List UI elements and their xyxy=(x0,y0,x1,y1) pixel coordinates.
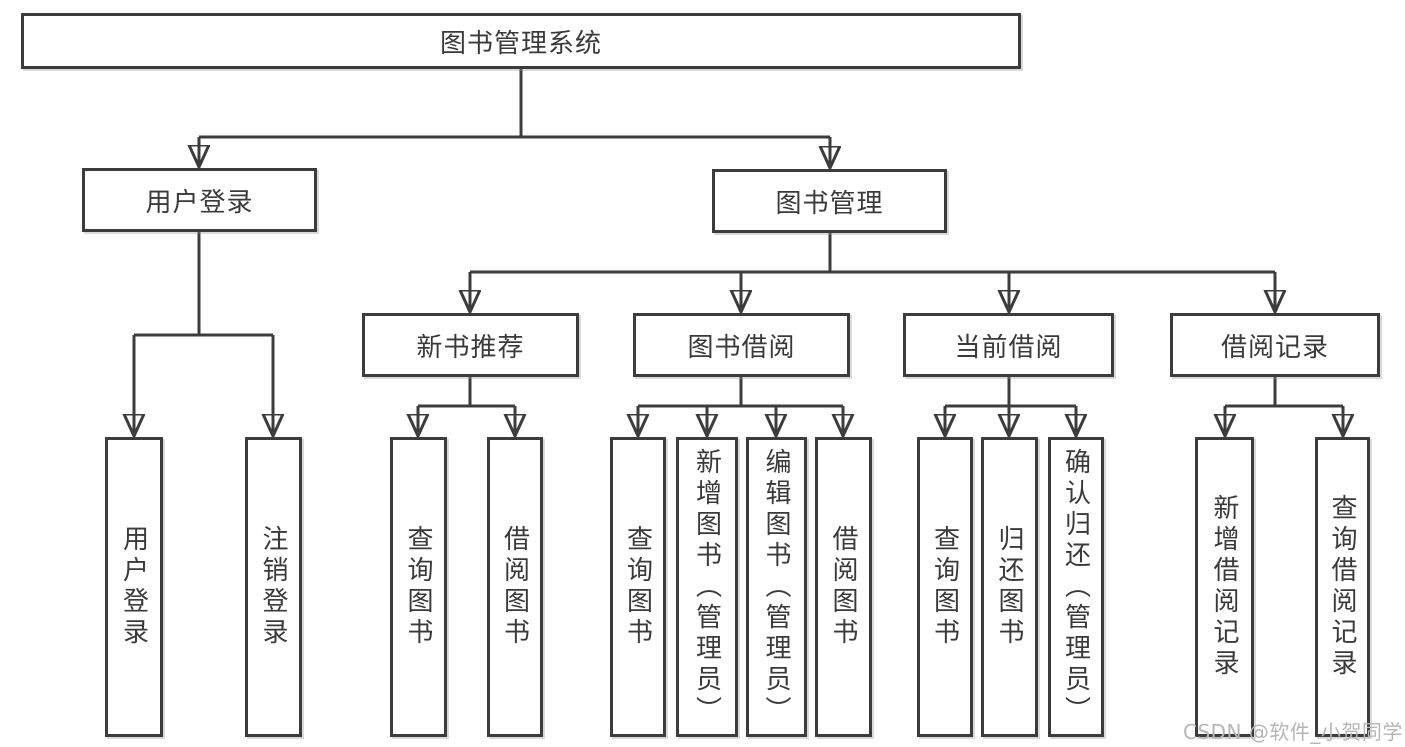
node-add-books-admin: 新增图书（管理员） xyxy=(676,437,738,737)
connectors-user-login-children xyxy=(134,232,273,432)
node-logout-action: 注销登录 xyxy=(245,437,302,737)
connectors-book-borrowing-children xyxy=(638,377,843,432)
node-library-system-root: 图书管理系统 xyxy=(21,13,1021,69)
node-query-borrow-record: 查询借阅记录 xyxy=(1315,437,1370,737)
node-user-login-action: 用户登录 xyxy=(105,437,163,737)
node-borrow-books-borrowing: 借阅图书 xyxy=(815,437,872,737)
node-confirm-return-admin: 确认归还（管理员） xyxy=(1048,437,1104,737)
node-user-login: 用户登录 xyxy=(82,168,317,232)
node-borrow-books-recommend: 借阅图书 xyxy=(487,437,543,737)
node-add-borrow-record: 新增借阅记录 xyxy=(1195,437,1254,737)
node-book-management: 图书管理 xyxy=(712,169,947,233)
node-query-books-current: 查询图书 xyxy=(917,437,973,737)
node-current-borrowing: 当前借阅 xyxy=(903,313,1114,377)
node-borrowing-records: 借阅记录 xyxy=(1170,313,1380,377)
connectors-root-to-level2 xyxy=(199,69,830,164)
csdn-watermark: CSDN @软件_小贺同学 xyxy=(1183,720,1403,744)
node-query-books-borrowing: 查询图书 xyxy=(610,437,666,737)
connectors-new-book-recommend-children xyxy=(418,377,515,432)
connectors-borrowing-records-children xyxy=(1225,377,1343,432)
node-new-book-recommend: 新书推荐 xyxy=(362,313,579,377)
node-book-borrowing: 图书借阅 xyxy=(633,313,850,377)
node-query-books-recommend: 查询图书 xyxy=(390,437,447,737)
node-edit-books-admin: 编辑图书（管理员） xyxy=(746,437,807,737)
connectors-current-borrowing-children xyxy=(945,377,1076,432)
connectors-book-management-to-level3 xyxy=(470,233,1275,308)
node-return-books: 归还图书 xyxy=(981,437,1038,737)
